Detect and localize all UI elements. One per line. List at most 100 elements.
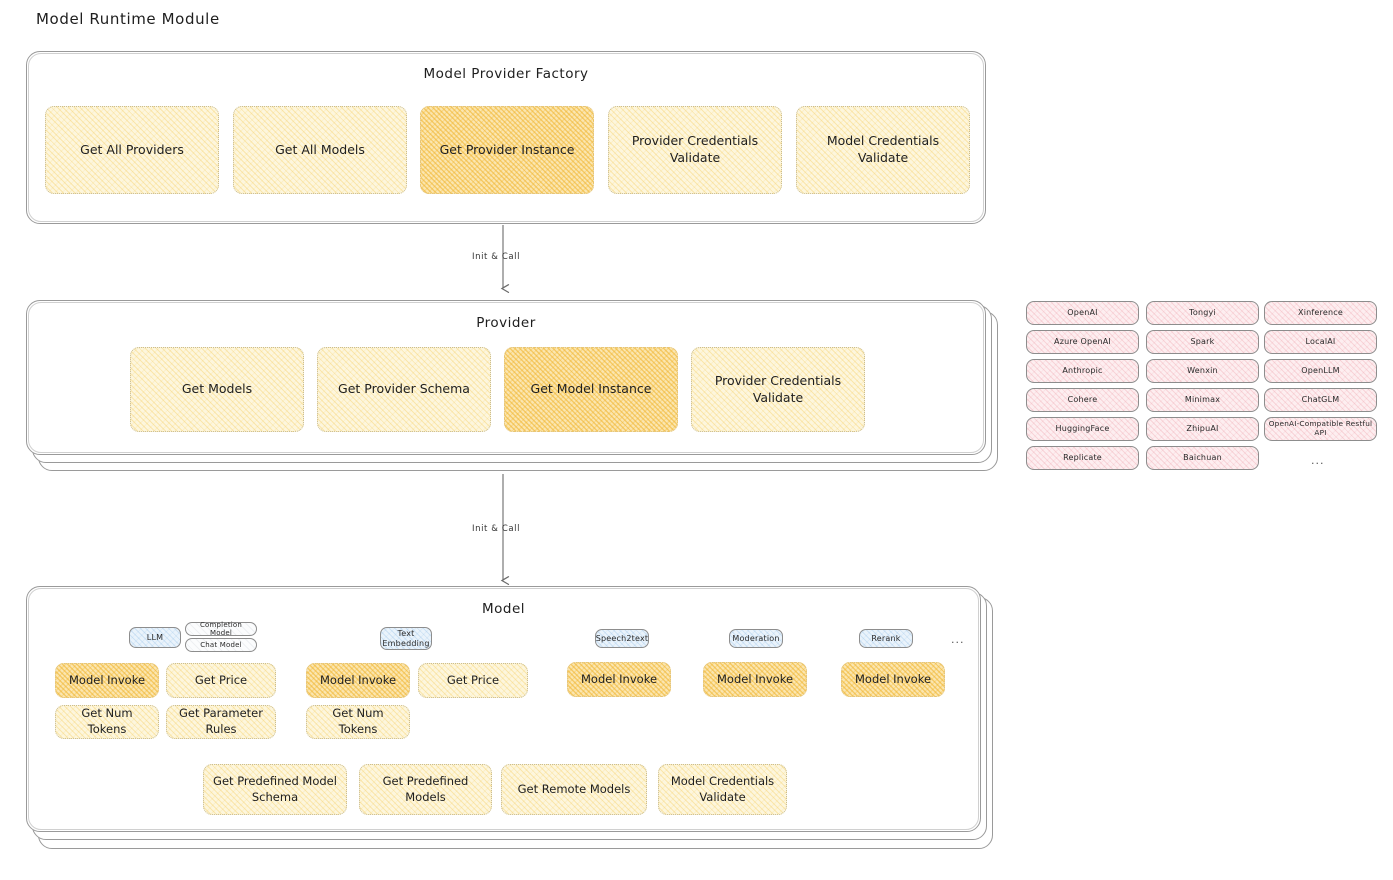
model-node-model-credentials-validate[interactable]: Model Credentials Validate — [658, 764, 787, 815]
provider-chip-tongyi[interactable]: Tongyi — [1146, 301, 1259, 325]
node-label: Model Credentials Validate — [670, 773, 775, 804]
node-label: Get Predefined Model Schema — [213, 773, 337, 804]
provider-chip-baichuan[interactable]: Baichuan — [1146, 446, 1259, 470]
arrow-label-init-call-2: Init & Call — [472, 524, 521, 534]
badge-label: Speech2text — [595, 633, 649, 643]
node-label: Model Invoke — [580, 671, 658, 686]
model-sub-badge-completion-model[interactable]: Completion Model — [185, 620, 257, 637]
model-types-ellipsis: ... — [951, 633, 965, 646]
model-container: Model — [26, 586, 981, 832]
provider-chip-chatglm[interactable]: ChatGLM — [1264, 388, 1377, 412]
provider-chip-anthropic[interactable]: Anthropic — [1026, 359, 1139, 383]
chip-label: Minimax — [1184, 395, 1221, 405]
model-sub-badge-chat-model[interactable]: Chat Model — [185, 638, 257, 652]
provider-chip-openai[interactable]: OpenAI — [1026, 301, 1139, 325]
factory-node-provider-credentials-validate[interactable]: Provider Credentials Validate — [608, 106, 782, 194]
provider-chip-wenxin[interactable]: Wenxin — [1146, 359, 1259, 383]
provider-chip-openllm[interactable]: OpenLLM — [1264, 359, 1377, 383]
node-label: Get Model Instance — [530, 381, 652, 397]
badge-label: LLM — [146, 632, 164, 642]
node-label: Get Models — [181, 381, 253, 397]
node-label: Provider Credentials Validate — [714, 372, 842, 405]
badge-label: Text Embedding — [382, 629, 430, 648]
chip-label: LocalAI — [1305, 337, 1336, 347]
provider-chip-zhipuai[interactable]: ZhipuAI — [1146, 417, 1259, 441]
llm-node-model-invoke[interactable]: Model Invoke — [55, 663, 159, 698]
node-label: Model Invoke — [854, 671, 932, 686]
model-badge-speech2text[interactable]: Speech2text — [595, 629, 649, 648]
page-title: Model Runtime Module — [36, 10, 220, 28]
node-label: Get Provider Schema — [338, 381, 470, 397]
node-label: Model Invoke — [319, 672, 397, 687]
badge-label: Completion Model — [199, 620, 243, 637]
llm-node-get-parameter-rules[interactable]: Get Parameter Rules — [166, 705, 276, 739]
chip-label: ZhipuAI — [1186, 424, 1219, 434]
provider-chip-azure-openai[interactable]: Azure OpenAI — [1026, 330, 1139, 354]
factory-node-get-all-models[interactable]: Get All Models — [233, 106, 407, 194]
model-badge-llm[interactable]: LLM — [129, 627, 181, 648]
provider-node-get-provider-schema[interactable]: Get Provider Schema — [317, 347, 491, 432]
provider-chip-localai[interactable]: LocalAI — [1264, 330, 1377, 354]
model-node-get-predefined-models[interactable]: Get Predefined Models — [359, 764, 492, 815]
provider-node-get-models[interactable]: Get Models — [130, 347, 304, 432]
chip-label: HuggingFace — [1055, 424, 1110, 434]
provider-chip-cohere[interactable]: Cohere — [1026, 388, 1139, 412]
moderation-node-model-invoke[interactable]: Model Invoke — [703, 662, 807, 697]
node-label: Get All Providers — [80, 141, 184, 157]
model-provider-factory-title: Model Provider Factory — [423, 66, 589, 82]
node-label: Get Num Tokens — [332, 706, 384, 736]
model-node-get-remote-models[interactable]: Get Remote Models — [501, 764, 647, 815]
provider-node-provider-credentials-validate[interactable]: Provider Credentials Validate — [691, 347, 865, 432]
model-badge-rerank[interactable]: Rerank — [859, 629, 913, 648]
node-label: Model Invoke — [716, 671, 794, 686]
node-label: Get Parameter Rules — [179, 706, 263, 736]
node-label: Model Credentials Validate — [826, 133, 940, 165]
provider-title: Provider — [476, 315, 536, 331]
chip-label: Replicate — [1063, 453, 1102, 463]
provider-chip-openai-compatible-restful-api[interactable]: OpenAI-Compatible Restful API — [1264, 417, 1377, 441]
chip-label: OpenLLM — [1301, 366, 1340, 376]
chip-label: Tongyi — [1189, 308, 1216, 318]
chip-label: Spark — [1190, 337, 1215, 347]
factory-node-get-provider-instance[interactable]: Get Provider Instance — [420, 106, 594, 194]
factory-node-model-credentials-validate[interactable]: Model Credentials Validate — [796, 106, 970, 194]
provider-chip-huggingface[interactable]: HuggingFace — [1026, 417, 1139, 441]
chip-label: OpenAI-Compatible Restful API — [1268, 419, 1373, 437]
provider-chip-replicate[interactable]: Replicate — [1026, 446, 1139, 470]
chip-label: OpenAI — [1067, 308, 1098, 318]
provider-node-get-model-instance[interactable]: Get Model Instance — [504, 347, 678, 432]
node-label: Get Remote Models — [517, 781, 631, 796]
chip-label: Wenxin — [1187, 366, 1218, 376]
llm-node-get-num-tokens[interactable]: Get Num Tokens — [55, 705, 159, 739]
text-embedding-node-get-num-tokens[interactable]: Get Num Tokens — [306, 705, 410, 739]
badge-label: Moderation — [732, 633, 780, 643]
badge-label: Rerank — [871, 633, 901, 643]
model-title: Model — [481, 601, 526, 617]
node-label: Get All Models — [275, 141, 365, 157]
node-label: Provider Credentials Validate — [631, 133, 759, 165]
node-label: Get Predefined Models — [382, 773, 469, 804]
rerank-node-model-invoke[interactable]: Model Invoke — [841, 662, 945, 697]
model-badge-text-embedding[interactable]: Text Embedding — [380, 627, 432, 650]
provider-chip-xinference[interactable]: Xinference — [1264, 301, 1377, 325]
llm-node-get-price[interactable]: Get Price — [166, 663, 276, 698]
factory-node-get-all-providers[interactable]: Get All Providers — [45, 106, 219, 194]
node-label: Model Invoke — [68, 672, 146, 687]
provider-chip-spark[interactable]: Spark — [1146, 330, 1259, 354]
text-embedding-node-model-invoke[interactable]: Model Invoke — [306, 663, 410, 698]
node-label: Get Provider Instance — [439, 141, 575, 157]
chip-label: Azure OpenAI — [1054, 337, 1111, 347]
node-label: Get Price — [194, 672, 248, 687]
arrow-label-init-call-1: Init & Call — [472, 252, 521, 262]
speech2text-node-model-invoke[interactable]: Model Invoke — [567, 662, 671, 697]
provider-chip-minimax[interactable]: Minimax — [1146, 388, 1259, 412]
text-embedding-node-get-price[interactable]: Get Price — [418, 663, 528, 698]
node-label: Get Price — [446, 672, 500, 687]
chip-label: ChatGLM — [1301, 395, 1340, 405]
model-node-get-predefined-model-schema[interactable]: Get Predefined Model Schema — [203, 764, 347, 815]
chip-label: Xinference — [1298, 308, 1343, 318]
chip-label: Anthropic — [1062, 366, 1103, 376]
model-badge-moderation[interactable]: Moderation — [729, 629, 783, 648]
node-label: Get Num Tokens — [81, 706, 133, 736]
